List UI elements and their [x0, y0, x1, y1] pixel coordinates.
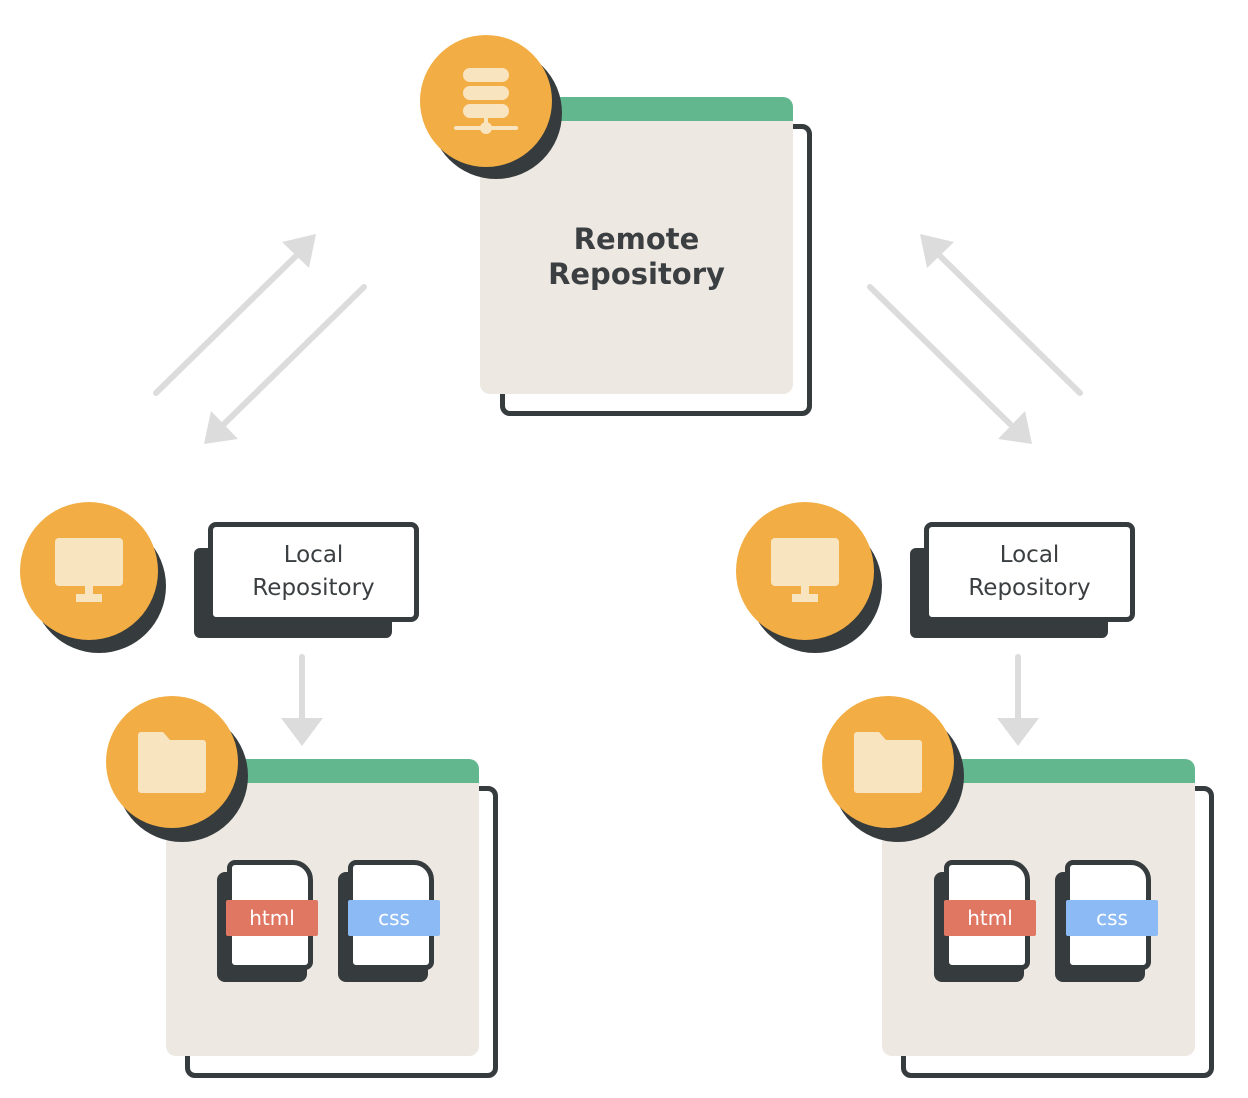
pull-arrow-left-head: [204, 411, 238, 444]
local-repository-label-right: Local Repository: [968, 541, 1091, 601]
remote-label-line1: Remote: [573, 222, 700, 256]
push-arrow-left: [153, 253, 299, 396]
folder-icon: [138, 732, 206, 793]
push-arrow-left-head: [282, 234, 316, 268]
html-file-tag-left: html: [226, 900, 318, 936]
pull-arrow-right-head: [998, 411, 1032, 444]
server-icon: [454, 68, 518, 134]
pull-arrow-right: [867, 284, 1013, 427]
computer-badge-left: [20, 502, 158, 640]
push-arrow-right-head: [920, 234, 954, 268]
pull-arrow-left: [221, 284, 367, 427]
remote-badge: [420, 35, 552, 167]
remote-label-line2: Repository: [548, 256, 725, 291]
monitor-icon: [771, 538, 839, 602]
local-card-right: Local Repository: [924, 522, 1135, 622]
css-file-tag-left: css: [348, 900, 440, 936]
folder-icon: [854, 732, 922, 793]
folder-badge-right: [822, 696, 954, 828]
local-card-left: Local Repository: [208, 522, 419, 622]
checkout-arrow-right-head: [997, 718, 1039, 746]
local-repository-label-left: Local Repository: [252, 541, 375, 601]
computer-badge-right: [736, 502, 874, 640]
push-arrow-right: [937, 253, 1083, 396]
checkout-arrow-left-head: [281, 718, 323, 746]
monitor-icon: [55, 538, 123, 602]
html-file-tag-right: html: [944, 900, 1036, 936]
folder-badge-left: [106, 696, 238, 828]
css-file-tag-right: css: [1066, 900, 1158, 936]
remote-repository-label: Remote Repository: [480, 222, 793, 292]
